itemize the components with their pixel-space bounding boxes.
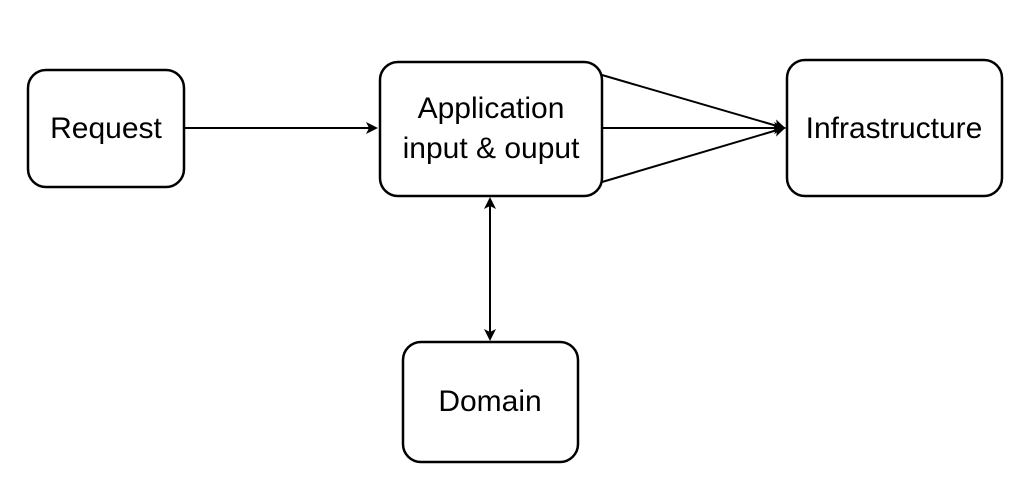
node-application-label-line1: Application [418, 92, 565, 125]
edge-application-to-infrastructure-bottom [601, 125, 786, 183]
edge-application-to-infrastructure-top [601, 74, 786, 131]
node-domain-label: Domain [438, 385, 541, 418]
node-application-label-line2: input & ouput [403, 132, 580, 165]
node-application: Application input & ouput [378, 60, 604, 198]
node-infrastructure-label: Infrastructure [806, 112, 983, 145]
node-domain: Domain [401, 340, 580, 464]
node-request-label: Request [50, 112, 162, 145]
node-infrastructure: Infrastructure [785, 58, 1004, 198]
node-request: Request [26, 68, 186, 189]
